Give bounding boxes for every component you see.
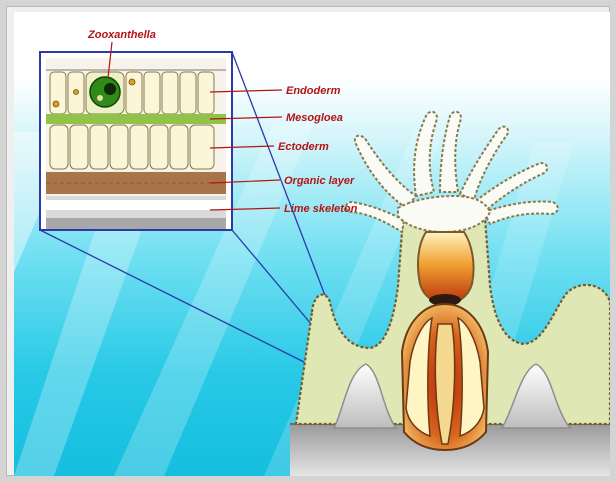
label-ectoderm: Ectoderm [278, 141, 329, 153]
pharynx [418, 232, 474, 304]
label-zooxanthella: Zooxanthella [87, 29, 156, 41]
tentacles [346, 112, 558, 232]
label-mesogloea: Mesogloea [286, 112, 343, 124]
label-lime-skeleton: Lime skeleton [284, 203, 358, 215]
label-endoderm: Endoderm [286, 85, 341, 97]
label-organic-layer: Organic layer [284, 175, 355, 187]
mesenteries [406, 318, 484, 444]
tissue-callout [40, 52, 232, 230]
coral-polyp-diagram: Zooxanthella Endoderm Mesogloea Ectoderm… [14, 12, 610, 476]
organic-layer-band [46, 172, 226, 194]
mesogloea-band [46, 114, 226, 124]
zooxanthella [90, 77, 120, 107]
diagram-svg: Zooxanthella Endoderm Mesogloea Ectoderm… [14, 12, 610, 476]
